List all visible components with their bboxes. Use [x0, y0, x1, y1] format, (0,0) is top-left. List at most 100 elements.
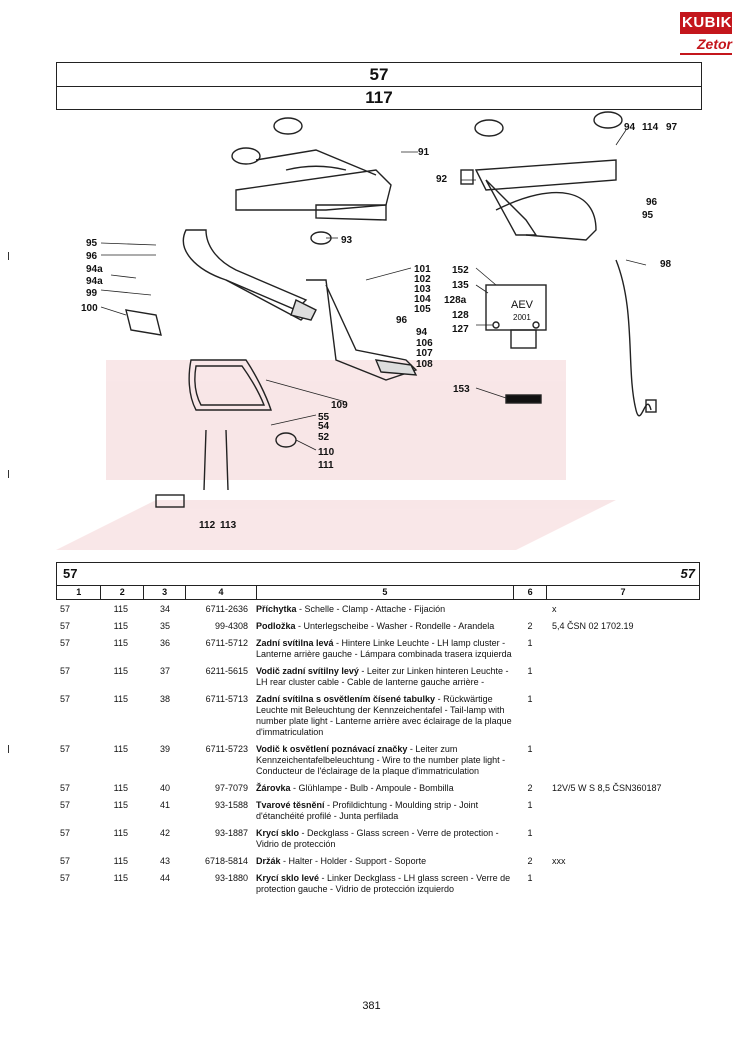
description-translations: - Deckglass - Glass screen - Verre de pr…: [256, 828, 499, 849]
cell-quantity: 1: [527, 828, 533, 838]
cell-group: 57: [60, 828, 71, 838]
svg-text:52: 52: [318, 432, 330, 443]
cell-part-number: 99-4308: [214, 621, 248, 631]
cell-position: 42: [159, 828, 170, 838]
svg-text:94a: 94a: [86, 276, 103, 287]
cell-description: Tvarové těsnění - Profildichtung - Mould…: [254, 800, 514, 822]
cell-description: Držák - Halter - Holder - Support - Sopo…: [254, 856, 514, 867]
table-row: 57 115 34 6711-2636 Příchytka - Schelle - Cl…: [56, 604, 700, 615]
description-czech: Zadní svítilna s osvětlením čísené tabul…: [256, 694, 436, 704]
cell-part-number: 6711-2636: [205, 604, 248, 614]
svg-text:102: 102: [414, 274, 431, 285]
column-header: 7: [620, 587, 626, 597]
cell-group: 57: [60, 694, 71, 704]
cell-description: Příchytka - Schelle - Clamp - Attache - …: [254, 604, 514, 615]
svg-text:109: 109: [331, 400, 348, 411]
cell-note: [546, 800, 700, 822]
cell-subgroup: 115: [113, 856, 128, 866]
cell-description: Zadní svítilna s osvětlením čísené tabul…: [254, 694, 514, 738]
cell-part-number: 6711-5712: [205, 638, 248, 648]
table-column-headers: 1 2 3 4 5 6 7: [56, 585, 700, 600]
brand-logo: KUBIK Zetor: [680, 12, 732, 58]
description-translations: - Schelle - Clamp - Attache - Fijación: [296, 604, 446, 614]
logo-rule: [680, 53, 732, 55]
cell-subgroup: 115: [113, 694, 128, 704]
column-header: 2: [101, 586, 144, 599]
cell-description: Vodič zadní svítilny levý - Leiter zur L…: [254, 666, 514, 688]
cell-note: 12V/5 W S 8,5 ČSN360187: [552, 783, 662, 793]
cell-position: 35: [159, 621, 170, 631]
cell-part-number: 6711-5723: [205, 744, 248, 754]
svg-text:54: 54: [318, 421, 330, 432]
cell-position: 34: [159, 604, 170, 614]
description-czech: Zadní svítilna levá: [256, 638, 334, 648]
cell-position: 40: [159, 783, 170, 793]
cell-position: 36: [159, 638, 170, 648]
cell-note: x: [552, 604, 557, 614]
cell-description: Krycí sklo levé - Linker Deckglass - LH …: [254, 873, 514, 895]
cell-subgroup: 115: [113, 621, 128, 631]
svg-text:93: 93: [341, 235, 353, 246]
margin-tick: [8, 745, 9, 753]
cell-description: Zadní svítilna levá - Hintere Linke Leuc…: [254, 638, 514, 660]
svg-text:104: 104: [414, 294, 431, 305]
svg-text:113: 113: [220, 520, 237, 531]
svg-text:91: 91: [418, 147, 430, 158]
description-czech: Vodič k osvětlení poznávací značky: [256, 744, 408, 754]
description-czech: Krycí sklo levé: [256, 873, 320, 883]
aev-box-code: 2001: [513, 313, 531, 322]
svg-text:100: 100: [81, 303, 98, 314]
cell-subgroup: 115: [113, 604, 128, 614]
cell-group: 57: [60, 638, 71, 648]
cell-position: 37: [159, 666, 170, 676]
description-translations: - Leiter zur Linken hinteren Leuchte - L…: [256, 666, 509, 687]
watermark-graphic: [56, 360, 616, 550]
cell-note: [546, 638, 700, 660]
exploded-parts-diagram: 91 92 93 94 114 97 96 95 98 95 96 94a 94…: [56, 110, 700, 550]
cell-subgroup: 115: [113, 800, 128, 810]
cell-group: 57: [60, 783, 71, 793]
cell-subgroup: 115: [113, 873, 128, 883]
svg-text:107: 107: [416, 348, 433, 359]
cell-group: 57: [60, 666, 71, 676]
cell-note: [546, 744, 700, 777]
description-czech: Tvarové těsnění: [256, 800, 325, 810]
svg-text:105: 105: [414, 304, 431, 315]
svg-text:111: 111: [318, 460, 334, 471]
callout-labels: 91 92 93 94 114 97 96 95 98 95 96 94a 94…: [81, 122, 678, 531]
description-translations: - Hintere Linke Leuchte - LH lamp cluste…: [256, 638, 512, 659]
cell-quantity: 2: [527, 621, 533, 631]
svg-text:108: 108: [416, 359, 433, 370]
cell-group: 57: [60, 604, 71, 614]
cell-subgroup: 115: [113, 828, 128, 838]
cell-part-number: 6718-5814: [204, 856, 248, 866]
svg-text:110: 110: [318, 447, 335, 458]
cell-group: 57: [60, 744, 71, 754]
cell-part-number: 93-1880: [214, 873, 248, 883]
description-translations: - Leiter zum Kennzeichentafelbeleuchtung…: [256, 744, 506, 776]
cell-subgroup: 115: [113, 666, 128, 676]
cell-quantity: 1: [527, 638, 533, 648]
column-header: 3: [144, 586, 187, 599]
cell-position: 41: [159, 800, 170, 810]
column-header: 5: [257, 586, 515, 599]
svg-text:98: 98: [660, 259, 672, 270]
column-header: 6: [514, 586, 547, 599]
cell-description: Krycí sklo - Deckglass - Glass screen - …: [254, 828, 514, 850]
description-czech: Podložka: [256, 621, 296, 631]
table-group-row: 57 57: [56, 562, 700, 585]
cell-part-number: 6711-5713: [205, 694, 248, 704]
cell-note: [546, 828, 700, 850]
cell-position: 44: [159, 873, 170, 883]
cell-part-number: 97-7079: [214, 783, 248, 793]
cell-description: Žárovka - Glühlampe - Bulb - Ampoule - B…: [254, 783, 514, 794]
description-translations: - Profildichtung - Moulding strip - Join…: [256, 800, 479, 821]
svg-text:106: 106: [416, 338, 433, 349]
cell-note: [546, 666, 700, 688]
svg-text:99: 99: [86, 288, 98, 299]
